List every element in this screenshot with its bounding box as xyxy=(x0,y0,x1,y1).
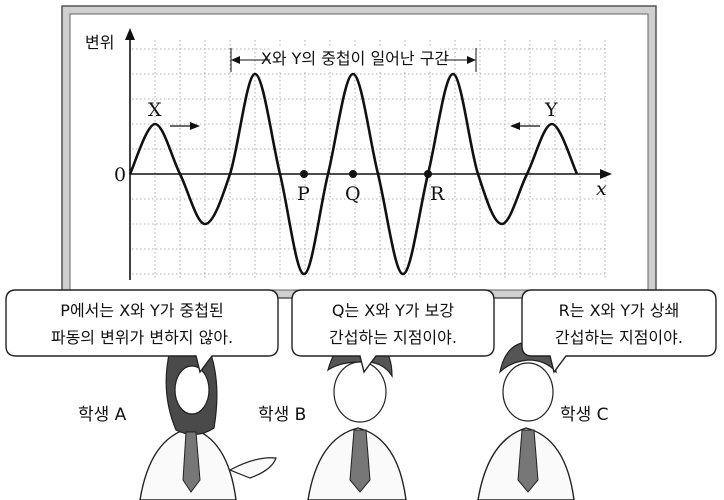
wave-y-label: Y xyxy=(544,99,558,121)
speech-c-line1: R는 X와 Y가 상쇄 xyxy=(559,301,680,320)
wave-x-label: X xyxy=(148,99,162,121)
overlap-label-bg xyxy=(272,46,438,70)
student-a-figure xyxy=(139,338,277,500)
point-q-label: Q xyxy=(345,183,361,205)
x-axis-arrow xyxy=(600,169,612,179)
point-r-label: R xyxy=(430,183,445,205)
x-axis-label: x xyxy=(596,178,607,200)
wave-x-arrow xyxy=(170,122,200,130)
speech-bubble-b: Q는 X와 Y가 보강 간섭하는 지점이야. xyxy=(291,289,495,374)
student-a-name: 학생 A xyxy=(78,405,127,425)
overlap-region-indicator xyxy=(230,48,477,72)
student-b-figure xyxy=(307,337,407,500)
student-c-name: 학생 C xyxy=(560,405,609,425)
speech-b-line1: Q는 X와 Y가 보강 xyxy=(332,301,454,320)
student-b-name: 학생 B xyxy=(258,405,306,425)
axes xyxy=(125,28,612,280)
speech-a-line1: P에서는 X와 Y가 중첩된 xyxy=(60,301,223,320)
point-p: P xyxy=(297,170,310,205)
speech-b-line2: 간섭하는 지점이야. xyxy=(329,328,457,347)
y-axis-label: 변위 xyxy=(85,33,114,52)
y-axis-arrow xyxy=(125,28,135,40)
point-p-label: P xyxy=(297,183,310,205)
speech-a-line2: 파동의 변위가 변하지 않아. xyxy=(51,328,233,347)
wave-y-arrow xyxy=(510,122,540,130)
student-c-figure xyxy=(477,341,575,500)
origin-label: 0 xyxy=(114,164,126,186)
speech-bubble-a: P에서는 X와 Y가 중첩된 파동의 변위가 변하지 않아. xyxy=(5,289,279,374)
overlap-label: X와 Y의 중첩이 일어난 구간 xyxy=(261,49,450,68)
point-r: R xyxy=(424,170,445,205)
wave-curve xyxy=(128,72,579,276)
point-q: Q xyxy=(345,170,361,205)
speech-bubble-c: R는 X와 Y가 상쇄 간섭하는 지점이야. xyxy=(521,289,717,374)
speech-c-line2: 간섭하는 지점이야. xyxy=(555,328,683,347)
